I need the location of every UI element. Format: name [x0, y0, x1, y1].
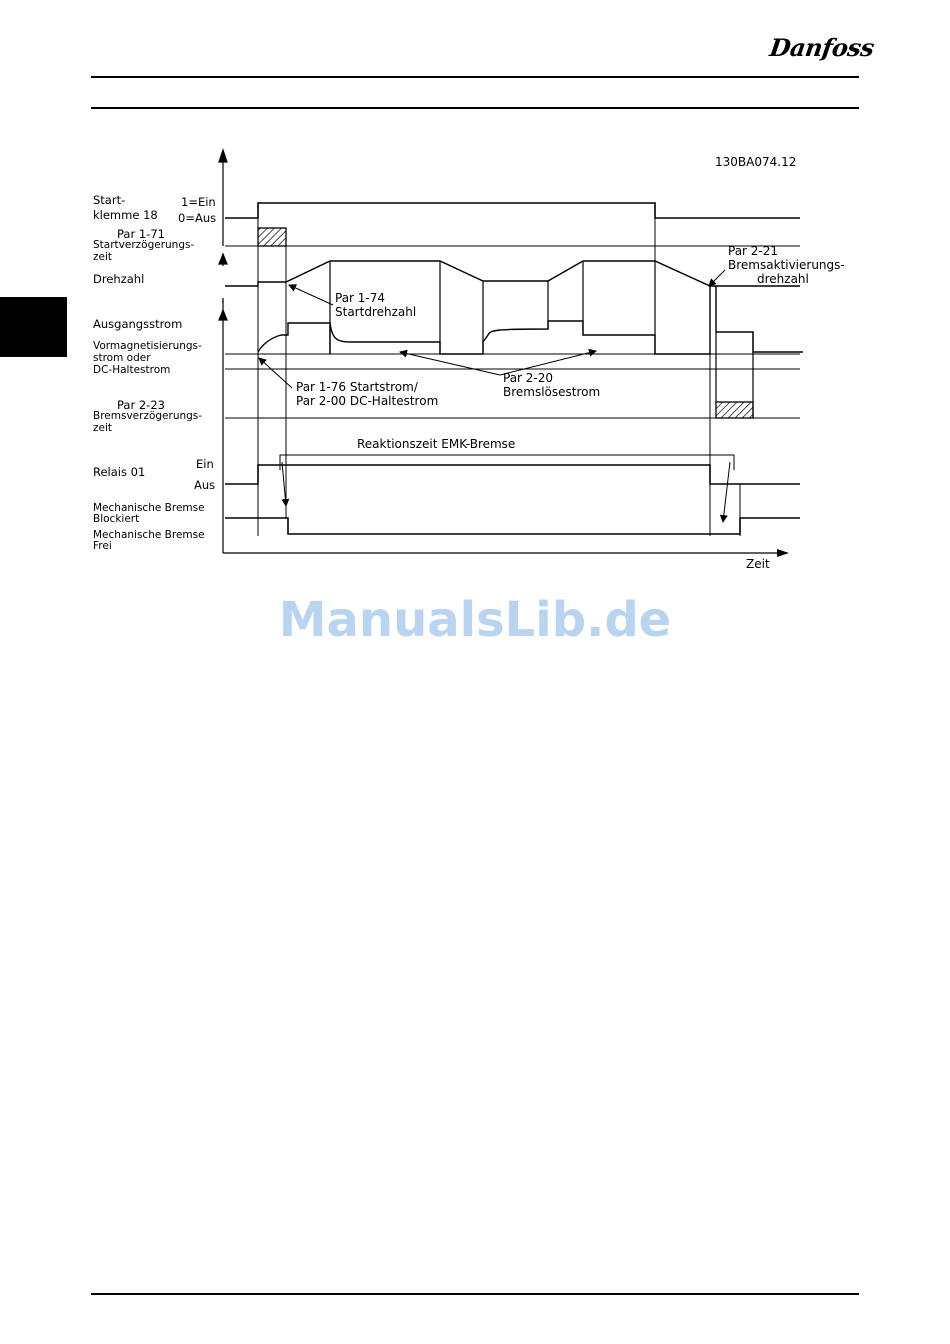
par-2-21-line2: Bremsaktivierungs- — [728, 258, 845, 272]
speed-trace — [225, 260, 800, 287]
x-axis — [223, 549, 789, 557]
premag-label-2: strom oder — [93, 352, 151, 364]
par-1-74-line1: Par 1-74 — [335, 291, 386, 305]
start-level-low: 0=Aus — [178, 211, 217, 225]
mech-brake-blocked-2: Blockiert — [93, 513, 140, 525]
start-delay-label-2: zeit — [93, 251, 113, 263]
figure-id: 130BA074.12 — [715, 155, 797, 169]
footer-rule — [91, 1293, 859, 1295]
mech-brake-blocked-1: Mechanische Bremse — [93, 502, 205, 514]
premag-label-3: DC-Haltestrom — [93, 364, 171, 376]
reaction-time-label: Reaktionszeit EMK-Bremse — [357, 437, 516, 451]
watermark: ManualsLib.de — [278, 592, 672, 648]
chapter-tab-marker — [0, 297, 67, 357]
header-rule-bottom — [91, 107, 859, 109]
relay-label: Relais 01 — [93, 465, 146, 479]
start-delay-hatch — [257, 227, 287, 247]
relay-level-off: Aus — [194, 478, 216, 492]
brake-delay-hatch — [715, 401, 754, 419]
output-current-label: Ausgangsstrom — [93, 317, 183, 331]
start-terminal-trace — [225, 202, 800, 219]
start-terminal-label-1: Start- — [93, 193, 126, 207]
par-1-76-line2: Par 2-00 DC-Haltestrom — [296, 394, 439, 408]
mech-brake-free-2: Frei — [93, 540, 112, 552]
par-2-21-line1: Par 2-21 — [728, 244, 779, 258]
premag-label-1: Vormagnetisierungs- — [93, 340, 202, 352]
reaction-time-bracket — [279, 454, 735, 470]
brake-delay-par: Par 2-23 — [117, 398, 165, 412]
brake-delay-label-2: zeit — [93, 422, 113, 434]
header-rule-top — [91, 76, 859, 78]
par-1-76-line1: Par 1-76 Startstrom/ — [296, 380, 418, 394]
start-delay-label-1: Startverzögerungs- — [93, 239, 195, 251]
relay-trace — [225, 464, 800, 485]
y-axis — [218, 148, 228, 553]
par-2-20-line1: Par 2-20 — [503, 371, 554, 385]
speed-label: Drehzahl — [93, 272, 145, 286]
start-terminal-label-2: klemme 18 — [93, 208, 158, 222]
start-level-high: 1=Ein — [181, 195, 216, 209]
annotation-arrows — [258, 269, 731, 523]
relay-level-on: Ein — [196, 457, 214, 471]
mech-brake-trace — [225, 517, 800, 535]
par-1-74-line2: Startdrehzahl — [335, 305, 417, 319]
x-axis-label: Zeit — [746, 557, 770, 571]
mech-brake-free-1: Mechanische Bremse — [93, 529, 205, 541]
par-2-21-line3: drehzahl — [757, 272, 809, 286]
par-2-20-line2: Bremslösestrom — [503, 385, 601, 399]
brake-delay-label-1: Bremsverzögerungs- — [93, 410, 203, 422]
start-delay-par: Par 1-71 — [117, 227, 165, 241]
